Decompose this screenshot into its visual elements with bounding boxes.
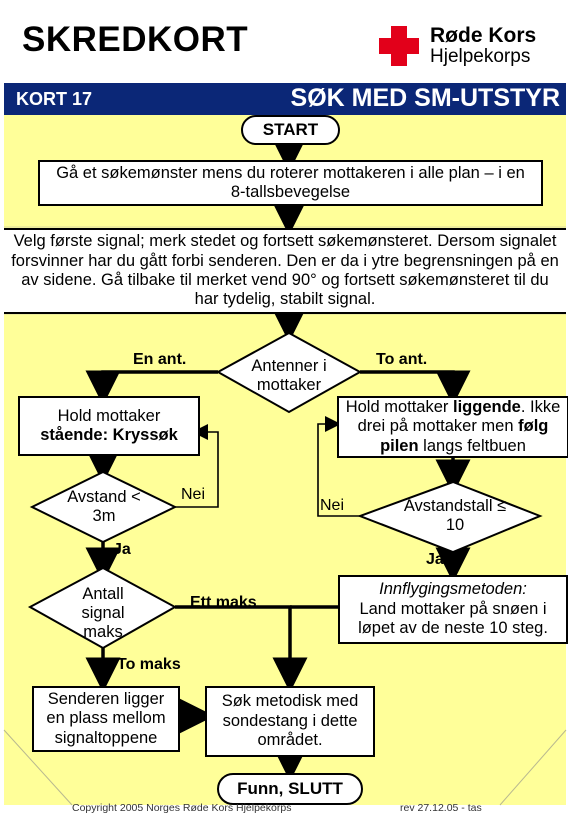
box-approach-title: Innflygingsmetoden:: [379, 580, 527, 599]
decision-distance-text: Avstand < 3m: [67, 488, 141, 525]
box-probe-search: Søk metodisk med sondestang i dette områ…: [205, 686, 375, 757]
card-number: KORT 17: [16, 89, 93, 109]
label-no-right: Nei: [320, 497, 345, 514]
end-terminal: Funn, SLUTT: [217, 773, 363, 805]
label-two-max: To maks: [117, 656, 181, 673]
decision-signal-text: Antall signal maks: [81, 585, 125, 641]
logo-name: Røde Kors: [430, 24, 537, 47]
logo-subname: Hjelpekorps: [430, 46, 531, 67]
label-one-antenna: En ant.: [133, 351, 187, 368]
title-bar: [4, 83, 566, 115]
red-cross-logo-icon: [379, 26, 419, 66]
step-search-pattern-text: Gå et søkemønster mens du roterer mottak…: [56, 163, 525, 201]
revision-text: rev 27.12.05 - tas: [400, 802, 482, 814]
label-yes-left: Ja: [113, 541, 131, 558]
label-yes-right: Ja: [426, 551, 444, 568]
step-search-pattern: Gå et søkemønster mens du roterer mottak…: [38, 160, 543, 206]
box-hold-standing: Hold mottaker stående: Kryssøk: [18, 396, 200, 456]
label-two-antennas: To ant.: [376, 351, 428, 368]
label-one-max: Ett maks: [190, 594, 257, 611]
card-title: SKREDKORT: [22, 20, 249, 59]
box-hold-lying: Hold mottaker liggende. Ikke drei på mot…: [337, 396, 568, 458]
start-terminal: START: [241, 115, 340, 145]
card-topic: SØK MED SM-UTSTYR: [290, 84, 560, 112]
step-first-signal: Velg første signal; merk stedet og forts…: [4, 228, 566, 314]
box-hold-standing-line1: Hold mottaker: [57, 406, 161, 425]
box-hold-standing-line2: stående: Kryssøk: [40, 426, 178, 444]
decision-distance-number-text: Avstandstall ≤ 10: [403, 497, 507, 534]
label-no-left: Nei: [181, 486, 206, 503]
box-hold-lying-text: Hold mottaker liggende. Ikke drei på mot…: [345, 397, 561, 455]
box-approach-method: Innflygingsmetoden: Land mottaker på snø…: [338, 575, 568, 644]
box-probe-search-text: Søk metodisk med sondestang i dette områ…: [221, 692, 359, 750]
box-sender-location-text: Senderen ligger en plass mellom signalto…: [46, 689, 166, 747]
copyright-text: Copyright 2005 Norges Røde Kors Hjelpeko…: [72, 802, 292, 814]
decision-antenna-text: Antenner i mottaker: [251, 357, 327, 394]
box-sender-location: Senderen ligger en plass mellom signalto…: [32, 686, 180, 752]
step-first-signal-text: Velg første signal; merk stedet og forts…: [11, 232, 559, 309]
box-approach-text: Land mottaker på snøen i løpet av de nes…: [358, 599, 548, 638]
